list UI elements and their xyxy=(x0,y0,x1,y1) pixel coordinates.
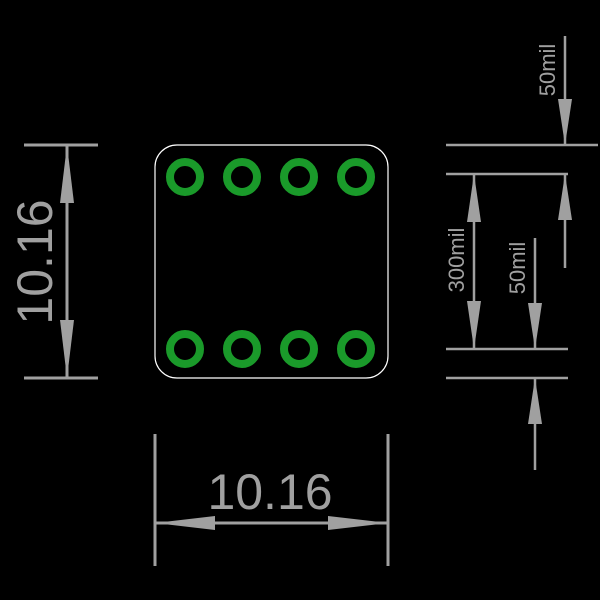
bottom-offset-arrow-down xyxy=(528,303,542,349)
top-offset-arrow-up xyxy=(558,174,572,220)
top-offset-arrow-down xyxy=(558,99,572,145)
height-label: 10.16 xyxy=(7,199,63,324)
pad-top-4 xyxy=(337,158,375,196)
width-arrow-right xyxy=(328,516,388,530)
pad-group xyxy=(166,158,375,368)
pad-bottom-1 xyxy=(166,330,204,368)
pitch-arrow-up xyxy=(467,174,481,222)
pad-top-3 xyxy=(280,158,318,196)
height-dimension xyxy=(24,143,98,380)
pad-top-1 xyxy=(166,158,204,196)
pad-bottom-4 xyxy=(337,330,375,368)
pitch-arrow-down xyxy=(467,301,481,349)
width-arrow-left xyxy=(155,516,215,530)
drawing-background xyxy=(0,28,600,572)
height-arrow-top xyxy=(60,145,74,203)
bottom-offset-arrow-up xyxy=(528,378,542,424)
bottom-offset-label: 50mil xyxy=(505,242,530,295)
width-label: 10.16 xyxy=(207,464,332,520)
pad-bottom-3 xyxy=(280,330,318,368)
top-offset-label: 50mil xyxy=(535,44,560,97)
width-dimension xyxy=(153,434,390,566)
height-arrow-bottom xyxy=(60,320,74,378)
board-outline xyxy=(154,144,389,379)
pitch-dimensions xyxy=(446,36,598,470)
pad-bottom-2 xyxy=(223,330,261,368)
pitch-label: 300mil xyxy=(444,228,469,293)
pad-top-2 xyxy=(223,158,261,196)
